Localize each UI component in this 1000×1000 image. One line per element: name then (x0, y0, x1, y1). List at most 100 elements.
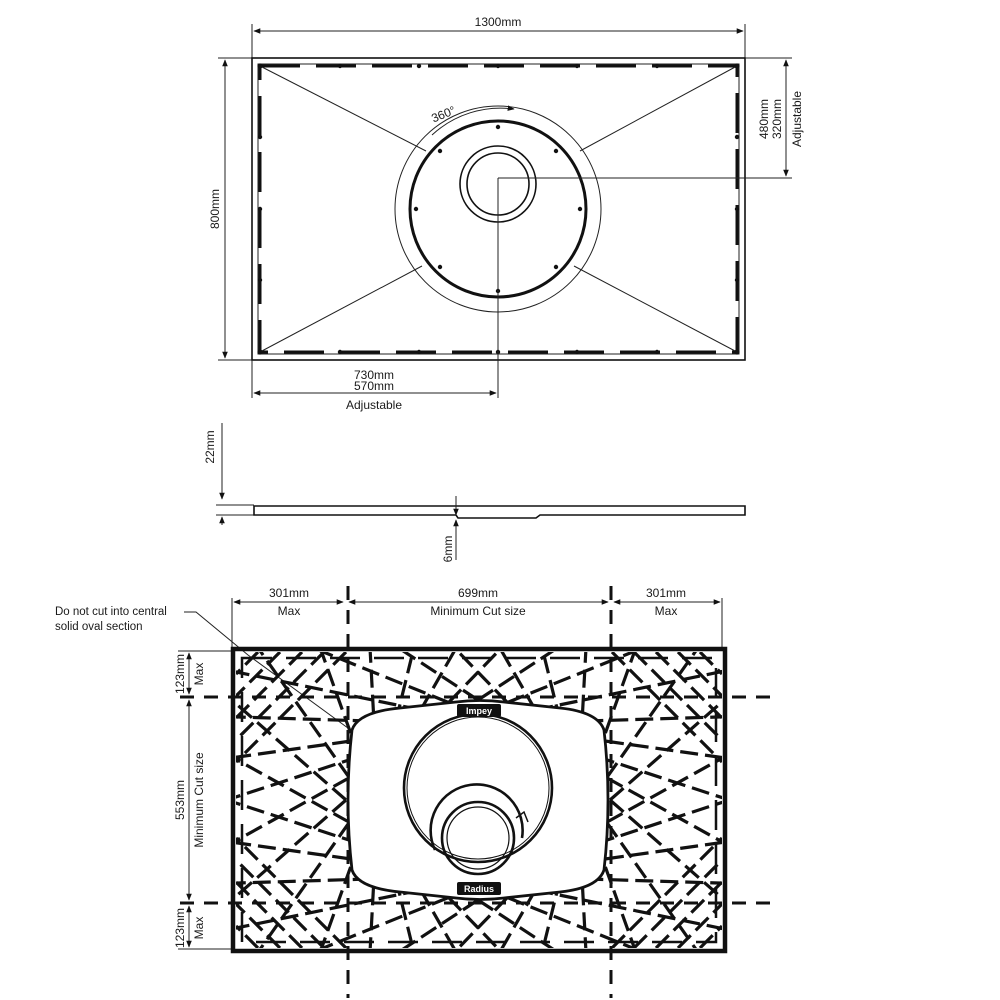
rib-line (258, 821, 351, 948)
rib-line (319, 896, 450, 948)
rib-line (456, 896, 509, 948)
callout-line-1: Do not cut into central (55, 606, 167, 618)
rib-line (605, 756, 722, 824)
rib-line (579, 862, 588, 948)
rib-line (236, 757, 351, 824)
rib-line (236, 755, 360, 799)
rib-line (534, 669, 722, 712)
right-cut-note: Max (655, 604, 678, 618)
rib-line (368, 652, 377, 738)
bottom-cut-note: Max (192, 917, 206, 940)
recess-dimension-label: 6mm (441, 536, 455, 563)
fall-lines (259, 65, 738, 353)
rib-line (236, 841, 376, 864)
rib-line (368, 862, 377, 948)
bottom-dimension-2: 570mm (354, 379, 394, 393)
central-solid-oval (346, 699, 610, 901)
rib-line (506, 652, 637, 704)
rib-line (447, 652, 500, 704)
rib-line (632, 652, 722, 742)
tray-profile (253, 505, 746, 519)
rib-line (580, 736, 722, 760)
rib-line (236, 776, 351, 843)
height-dimension-label: 800mm (208, 189, 222, 229)
mid-cut-dim: 553mm (173, 780, 187, 820)
rib-line (654, 880, 722, 948)
rib-line (419, 652, 456, 711)
rib-line (596, 755, 722, 800)
rib-line (236, 836, 348, 948)
callout-line-2: solid oval section (55, 621, 143, 633)
rib-line (580, 840, 722, 864)
rib-line (401, 898, 479, 948)
rib-line (595, 652, 637, 758)
top-view: 1300mm 800mm (208, 15, 804, 412)
width-dimension-label: 1300mm (475, 15, 522, 29)
right-cut-dim: 301mm (646, 586, 686, 600)
rib-line (401, 652, 479, 702)
svg-text:Radius: Radius (464, 884, 494, 894)
rib-line (419, 889, 456, 948)
rib-line (236, 652, 348, 764)
thickness-dimension-label: 22mm (203, 430, 217, 463)
rib-line (236, 924, 260, 948)
edge-dots (257, 63, 740, 355)
mid-cut-note: Minimum Cut size (192, 752, 206, 848)
rib-line (456, 652, 509, 704)
rib-line (236, 701, 348, 802)
side-view: 22mm 6mm (203, 423, 746, 563)
center-cut-note: Minimum Cut size (430, 604, 526, 618)
brand-plate-top: Impey (457, 704, 501, 717)
rib-line (447, 896, 500, 948)
left-cut-note: Max (278, 604, 301, 618)
right-dimension-2: 320mm (770, 99, 784, 139)
rib-line (541, 652, 562, 723)
rib-line (654, 652, 722, 720)
rib-line (676, 652, 722, 698)
left-cut-dim: 301mm (269, 586, 309, 600)
rib-line (698, 924, 722, 948)
rib-line (500, 652, 537, 711)
brand-plate-bottom: Radius (457, 882, 501, 895)
rib-line (541, 877, 562, 948)
rib-line (610, 836, 722, 948)
top-cut-note: Max (192, 663, 206, 686)
rib-line (579, 652, 588, 738)
rib-line (596, 800, 722, 845)
rib-line (258, 652, 351, 779)
rib-line (610, 652, 722, 764)
rib-line (236, 652, 260, 676)
right-dimension-1: 480mm (757, 99, 771, 139)
cut-view: Do not cut into central solid oval secti… (55, 586, 770, 998)
rib-line (595, 842, 637, 948)
rib-line (477, 652, 555, 702)
rib-line (394, 652, 415, 723)
rib-line (608, 699, 722, 802)
rib-line (632, 858, 722, 948)
rib-line (236, 801, 360, 845)
rib-line (605, 776, 722, 844)
rib-line (534, 888, 722, 931)
rib-line (698, 652, 722, 676)
bottom-dimension-1: 730mm (354, 368, 394, 382)
rib-line (608, 798, 722, 901)
top-cut-dim: 123mm (173, 654, 187, 694)
underside-rib-pattern (236, 652, 722, 948)
rib-line (506, 896, 637, 948)
rib-line (477, 898, 555, 948)
bottom-cut-dim: 123mm (173, 908, 187, 948)
rib-line (236, 798, 348, 899)
rib-line (319, 652, 361, 758)
center-cut-dim: 699mm (458, 586, 498, 600)
rib-line (236, 902, 282, 948)
rib-line (319, 842, 361, 948)
rib-line (605, 652, 698, 779)
bottom-dimension-note: Adjustable (346, 398, 402, 412)
rib-line (676, 902, 722, 948)
rib-line (236, 736, 376, 759)
rib-line (394, 877, 415, 948)
svg-text:Impey: Impey (466, 706, 492, 716)
rib-line (236, 880, 304, 948)
rib-line (500, 889, 537, 948)
